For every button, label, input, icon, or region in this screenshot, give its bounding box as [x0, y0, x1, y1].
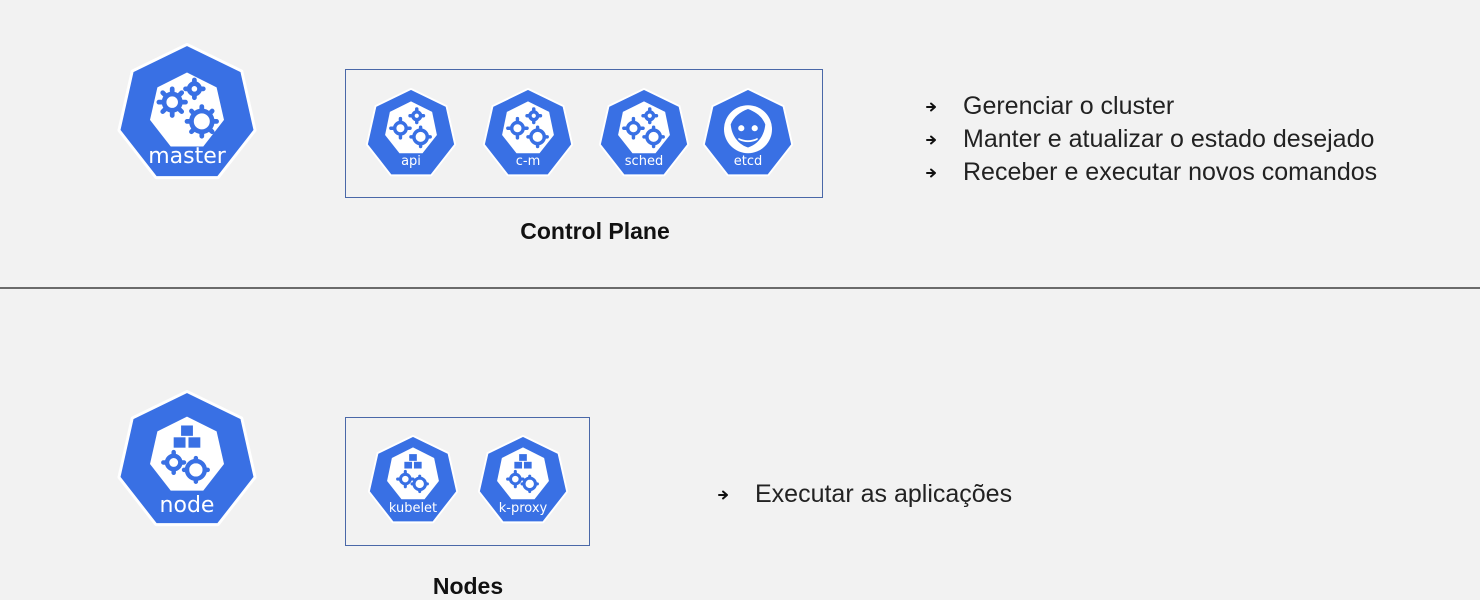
nodes-box	[345, 417, 590, 546]
arrow-right-icon	[925, 166, 939, 180]
bullet-item: Receber e executar novos comandos	[925, 156, 1377, 189]
etcd-icon	[702, 87, 794, 177]
gears-icon	[365, 87, 457, 177]
bullet-text: Executar as aplicações	[755, 480, 1013, 508]
etcd-label: etcd	[733, 154, 763, 169]
cubes-gears-icon	[477, 434, 569, 524]
bullet-text: Gerenciar o cluster	[963, 92, 1175, 120]
node-icon: node	[113, 387, 261, 535]
k-proxy-component[interactable]: k-proxy	[475, 433, 571, 529]
cubes-gears-icon	[367, 434, 459, 524]
bullet-item: Gerenciar o cluster	[925, 90, 1377, 123]
arrow-right-icon	[717, 488, 731, 502]
sched-label: sched	[624, 154, 664, 169]
sched-component[interactable]: sched	[596, 86, 692, 182]
gears-icon	[598, 87, 690, 177]
bullet-text: Receber e executar novos comandos	[963, 158, 1378, 186]
arrow-right-icon	[925, 133, 939, 147]
control-plane-box	[345, 69, 823, 198]
node-label: node	[159, 493, 215, 518]
nodes-bullets: Executar as aplicações	[717, 478, 1012, 511]
etcd-component[interactable]: etcd	[700, 86, 796, 182]
arrow-right-icon	[925, 100, 939, 114]
control-plane-bullets: Gerenciar o cluster Manter e atualizar o…	[925, 90, 1377, 189]
bullet-item: Manter e atualizar o estado desejado	[925, 123, 1377, 156]
control-plane-caption: Control Plane	[520, 218, 670, 244]
c-m-component[interactable]: c-m	[480, 86, 576, 182]
api-label: api	[401, 154, 421, 169]
c-m-label: c-m	[515, 154, 541, 169]
master-icon: master	[113, 40, 261, 188]
gears-icon	[482, 87, 574, 177]
kubelet-component[interactable]: kubelet	[365, 433, 461, 529]
bullet-text: Manter e atualizar o estado desejado	[963, 125, 1375, 153]
kubelet-label: kubelet	[388, 501, 438, 516]
api-component[interactable]: api	[363, 86, 459, 182]
k-proxy-label: k-proxy	[498, 501, 548, 516]
bullet-item: Executar as aplicações	[717, 478, 1012, 511]
nodes-caption: Nodes	[432, 573, 504, 599]
master-label: master	[148, 144, 226, 169]
section-divider	[0, 287, 1480, 289]
